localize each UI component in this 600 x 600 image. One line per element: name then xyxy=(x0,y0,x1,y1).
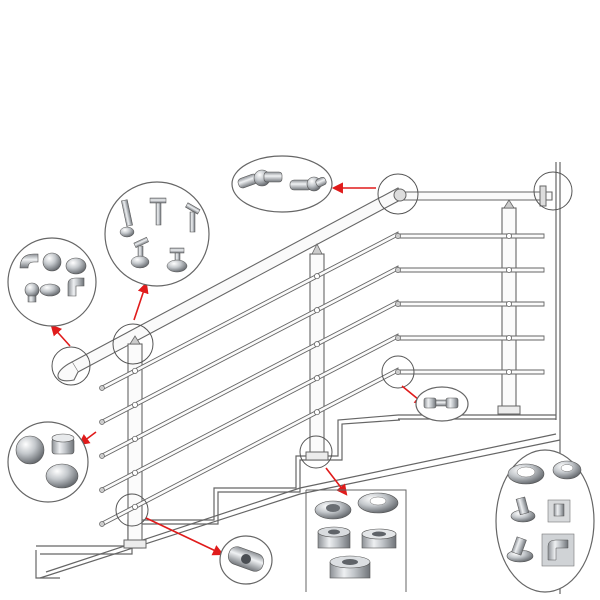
post-rod-hole xyxy=(131,503,138,510)
rod-support-left xyxy=(423,397,437,409)
sloped-rod xyxy=(101,333,399,493)
base-flange-2 xyxy=(357,492,399,514)
callout-handrail-end-caps xyxy=(7,237,97,327)
callout-rod-connector xyxy=(219,535,273,585)
handrail-joint-detail xyxy=(393,188,407,202)
end-cap-elbow xyxy=(19,253,39,269)
post-upper xyxy=(497,199,521,415)
handrail xyxy=(57,185,553,382)
post-lower xyxy=(123,335,147,549)
post-cap-dome xyxy=(45,463,79,489)
end-cap-knob xyxy=(24,282,40,303)
marker-post-base xyxy=(299,435,333,469)
rods xyxy=(99,231,545,527)
post-rod-hole xyxy=(313,307,320,314)
wall-flange-ring-2 xyxy=(552,460,582,480)
rod-joint-knob xyxy=(395,267,401,273)
callout-wall-flanges xyxy=(495,449,595,593)
callout-joint-connectors xyxy=(231,155,333,213)
post-rod-hole xyxy=(131,469,138,476)
post-rod-hole xyxy=(505,334,512,341)
saddle-2 xyxy=(149,197,167,226)
marker-post-top xyxy=(112,323,154,365)
post-cap-flat xyxy=(51,433,75,455)
wall-flange-hinged-1 xyxy=(510,496,536,523)
end-cap-tube-bend xyxy=(67,277,85,297)
rod-end-knob xyxy=(99,453,105,459)
rod-joint-knob xyxy=(395,335,401,341)
stair-profile-top xyxy=(36,414,399,547)
rod-joint-knob xyxy=(395,301,401,307)
rod-support-right xyxy=(445,397,459,409)
post-rod-hole xyxy=(505,300,512,307)
post-rod-hole xyxy=(313,375,320,382)
post-rod-hole xyxy=(313,341,320,348)
rod-end-knob xyxy=(99,521,105,527)
horizontal-rod xyxy=(397,301,545,307)
callout-handrail-saddles xyxy=(104,181,210,287)
horizontal-rod xyxy=(397,267,545,273)
joint-connector-elbow xyxy=(237,169,283,189)
post-rod-hole xyxy=(131,435,138,442)
saddle-5 xyxy=(166,247,188,273)
marker-lower-rod-end xyxy=(115,493,149,527)
sloped-rod xyxy=(101,265,399,425)
wall-flange-elbow xyxy=(541,533,575,567)
marker-handrail-joint xyxy=(377,173,419,215)
rod-end-knob xyxy=(99,419,105,425)
post-rod-hole xyxy=(505,232,512,239)
posts xyxy=(123,199,521,549)
base-flange-5 xyxy=(329,555,371,579)
wall-flange-hinged-2 xyxy=(506,536,534,563)
callout-base-flanges xyxy=(305,489,407,592)
wall-flange-ring-1 xyxy=(507,463,545,485)
horizontal-rod xyxy=(397,335,545,341)
saddle-3 xyxy=(185,202,201,233)
post-rod-hole xyxy=(313,409,320,416)
base-flange-1 xyxy=(314,500,352,520)
arrow-to-saddles xyxy=(133,281,149,321)
wall-flange-bracket xyxy=(547,499,571,523)
arrow-to-end-caps xyxy=(50,324,71,347)
post-rod-hole xyxy=(505,368,512,375)
rod-joint-knob xyxy=(395,369,401,375)
saddle-4 xyxy=(130,236,150,269)
post-cap-ball xyxy=(15,435,45,465)
top-rail-horizontal xyxy=(401,191,553,201)
horizontal-rod xyxy=(397,369,545,375)
detail-markers xyxy=(51,171,573,527)
post-rod-hole xyxy=(313,273,320,280)
base-flange-3 xyxy=(317,526,351,549)
rod-end-knob xyxy=(99,487,105,493)
post-rod-hole xyxy=(131,401,138,408)
wall-flange-detail xyxy=(539,185,547,207)
joint-connector-hinge xyxy=(289,176,327,192)
rod-joint-knob xyxy=(395,233,401,239)
marker-rod-support xyxy=(381,355,415,389)
marker-handrail-end xyxy=(51,346,91,386)
arrow-to-rod-connector xyxy=(145,517,225,556)
handrail-end-bend xyxy=(57,361,79,382)
horizontal-rod xyxy=(397,233,545,239)
post-rod-hole xyxy=(131,367,138,374)
callout-post-end-caps xyxy=(7,421,89,503)
base-flange-4 xyxy=(361,528,397,549)
end-cap-flat xyxy=(65,257,87,275)
stair-front-face xyxy=(35,550,60,579)
callout-rod-support xyxy=(415,386,469,422)
post-middle xyxy=(305,243,329,461)
rod-end-knob xyxy=(99,385,105,391)
post-rod-hole xyxy=(505,266,512,273)
saddle-1 xyxy=(119,199,135,238)
stair-stringer-underside xyxy=(39,439,561,579)
end-cap-oval xyxy=(39,283,61,297)
end-cap-ball xyxy=(42,252,62,272)
marker-wall-flange xyxy=(533,171,573,211)
